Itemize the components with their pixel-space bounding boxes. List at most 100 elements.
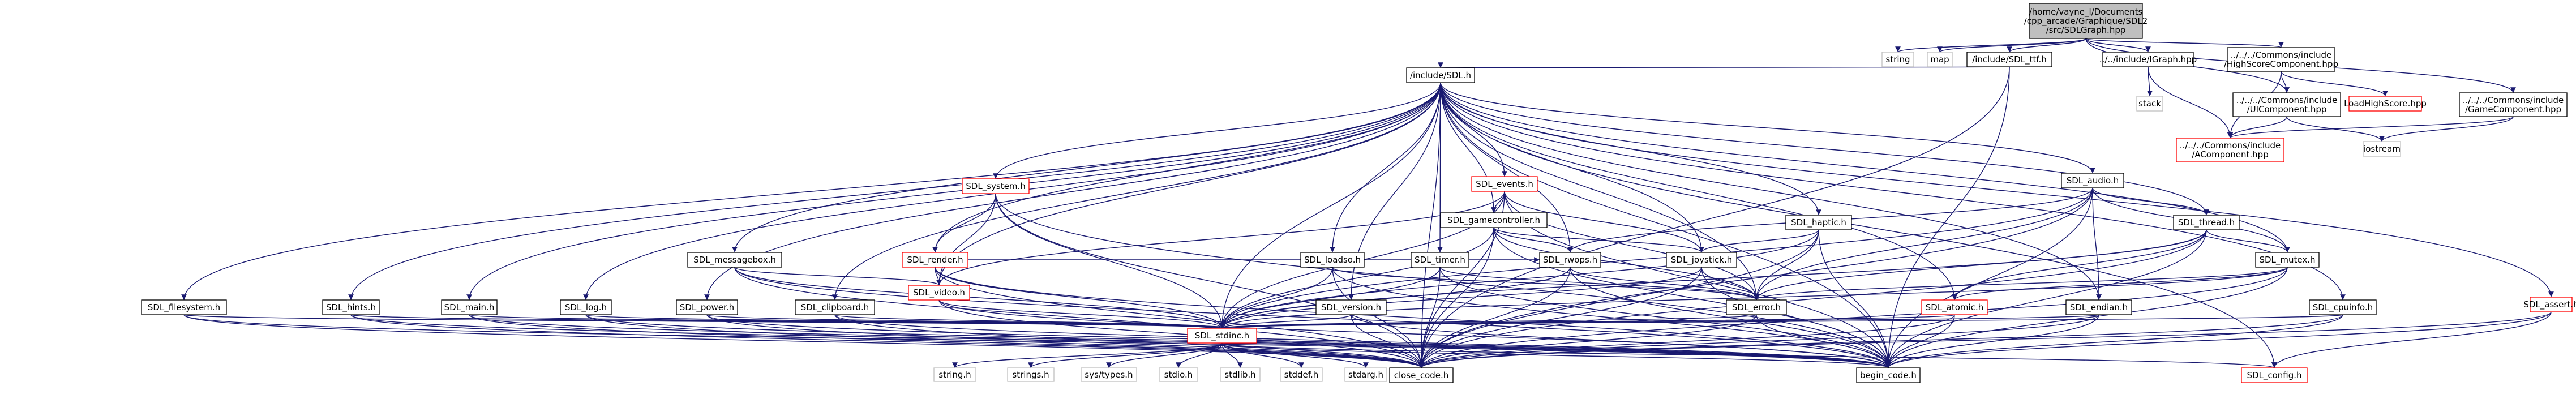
node-hints[interactable]: SDL_hints.h	[322, 299, 380, 315]
node-video[interactable]: SDL_video.h	[908, 285, 970, 301]
edge-stdinc-to-systypes	[1106, 342, 1223, 368]
edge-sdl_ttf-to-close_code	[1418, 66, 2010, 368]
node-main-box	[441, 299, 498, 315]
node-joystick-label-line-0: SDL_joystick.h	[1671, 255, 1732, 265]
edge-sdlh-to-filesystem	[181, 82, 1441, 301]
edge-rwops-to-stdinc	[1219, 267, 1571, 329]
node-video-label-line-0: SDL_video.h	[913, 288, 965, 298]
node-filesystem-box	[141, 299, 227, 315]
edge-video-to-close_code	[938, 299, 1424, 368]
node-gamecomp-label-line-0: ../../../Commons/include	[2463, 95, 2564, 105]
node-version[interactable]: SDL_version.h	[1315, 299, 1387, 315]
node-stringsh: strings.h	[1007, 367, 1055, 382]
edge-atomic-to-close_code	[1418, 314, 1955, 368]
node-render-label-line-0: SDL_render.h	[907, 255, 963, 265]
node-map-box	[1927, 52, 1953, 67]
node-root-label-line-2: /src/SDLGraph.hpp	[2046, 25, 2126, 35]
edge-root-to-highscore	[2085, 38, 2284, 48]
node-stdinc[interactable]: SDL_stdinc.h	[1187, 328, 1257, 344]
node-sdlh-box	[1406, 67, 1475, 83]
node-main[interactable]: SDL_main.h	[441, 299, 498, 315]
node-atomic[interactable]: SDL_atomic.h	[1921, 299, 1988, 315]
node-begin_code[interactable]: begin_code.h	[1856, 367, 1921, 383]
edge-sdlh-to-close_code	[1418, 82, 1441, 368]
node-asset[interactable]: SDL_assert.h	[2523, 297, 2576, 312]
node-iostream: iostream	[2363, 141, 2401, 157]
node-events[interactable]: SDL_events.h	[1471, 176, 1538, 192]
node-highscore[interactable]: ../../../Commons/include/HighScoreCompon…	[2224, 47, 2338, 72]
edge-sdlh-to-messagebox	[732, 82, 1441, 253]
node-rwops[interactable]: SDL_rwops.h	[1539, 252, 1601, 268]
node-cpuinfo[interactable]: SDL_cpuinfo.h	[2309, 299, 2377, 315]
node-gamecomp[interactable]: ../../../Commons/include/GameComponent.h…	[2459, 92, 2568, 117]
node-root[interactable]: /home/vayne_l/Documents/cpp_arcade/Graph…	[2024, 3, 2148, 39]
edge-joystick-to-begin_code	[1701, 267, 1891, 368]
node-power-label-line-0: SDL_power.h	[680, 302, 734, 313]
node-endian[interactable]: SDL_endian.h	[2065, 299, 2132, 315]
node-systypes-box	[1081, 367, 1137, 382]
node-render[interactable]: SDL_render.h	[902, 252, 968, 268]
edge-stdinc-to-stddef	[1221, 342, 1304, 368]
edge-error-to-stdinc	[1219, 314, 1757, 329]
node-stringh: string.h	[933, 367, 976, 382]
node-sdlh[interactable]: /include/SDL.h	[1406, 67, 1475, 83]
node-log[interactable]: SDL_log.h	[560, 299, 612, 315]
node-highscore-box	[2227, 47, 2335, 72]
node-systypes-label-line-0: sys/types.h	[1085, 370, 1133, 380]
node-system-label-line-0: SDL_system.h	[966, 181, 1025, 192]
node-sdl_config-box	[2241, 367, 2308, 383]
node-igraph[interactable]: ../../include/IGraph.hpp	[2099, 52, 2197, 67]
edge-sdlh-to-endian	[1440, 82, 2102, 301]
node-haptic[interactable]: SDL_haptic.h	[1785, 215, 1852, 230]
edge-audio-to-error	[1754, 187, 2093, 301]
node-stdarg-box	[1344, 367, 1387, 382]
node-uicomp[interactable]: ../../../Commons/include/UIComponent.hpp	[2232, 92, 2341, 117]
node-audio[interactable]: SDL_audio.h	[2061, 173, 2124, 188]
node-uicomp-label-line-1: /UIComponent.hpp	[2247, 104, 2327, 114]
edge-clipboard-to-stdinc	[834, 314, 1225, 329]
edge-error-to-close_code	[1418, 314, 1757, 368]
node-events-box	[1471, 176, 1538, 192]
node-acomp-box	[2176, 138, 2284, 162]
node-power[interactable]: SDL_power.h	[676, 299, 738, 315]
node-map: map	[1927, 52, 1953, 67]
node-igraph-label-line-0: ../../include/IGraph.hpp	[2099, 54, 2197, 65]
node-stddef-label-line-0: stddef.h	[1284, 370, 1318, 380]
node-gamecontroller[interactable]: SDL_gamecontroller.h	[1440, 212, 1548, 228]
node-clipboard[interactable]: SDL_clipboard.h	[795, 299, 875, 315]
node-uicomp-box	[2232, 92, 2341, 117]
edge-mutex-to-error	[1754, 267, 2288, 301]
node-stdio-label-line-0: stdio.h	[1164, 370, 1193, 380]
node-asset-label-line-0: SDL_assert.h	[2523, 299, 2576, 310]
edge-stdinc-to-sdl_config	[1221, 342, 2277, 368]
node-stdarg: stdarg.h	[1344, 367, 1387, 382]
node-thread[interactable]: SDL_thread.h	[2173, 215, 2240, 230]
node-power-box	[676, 299, 738, 315]
edge-messagebox-to-stdinc	[734, 267, 1225, 329]
node-mutex[interactable]: SDL_mutex.h	[2255, 252, 2320, 268]
edge-sdlh-to-stdinc	[1219, 82, 1441, 329]
node-iostream-label-line-0: iostream	[2363, 144, 2401, 154]
node-acomp-label-line-1: /AComponent.hpp	[2192, 149, 2268, 160]
node-messagebox[interactable]: SDL_messagebox.h	[687, 252, 782, 268]
edge-sdlh-to-sdl_config	[1440, 82, 2277, 368]
node-system[interactable]: SDL_system.h	[962, 178, 1030, 194]
node-timer[interactable]: SDL_timer.h	[1411, 252, 1469, 268]
node-loadso[interactable]: SDL_loadso.h	[1300, 252, 1365, 268]
node-error[interactable]: SDL_error.h	[1726, 299, 1787, 315]
node-sdl_config[interactable]: SDL_config.h	[2241, 367, 2308, 383]
node-filesystem[interactable]: SDL_filesystem.h	[141, 299, 227, 315]
node-root-box	[2029, 3, 2143, 39]
node-root-label-line-0: /home/vayne_l/Documents	[2029, 7, 2143, 18]
node-close_code[interactable]: close_code.h	[1389, 367, 1454, 383]
node-highscore-label-line-1: /HighScoreComponent.hpp	[2224, 59, 2338, 69]
edge-haptic-to-joystick	[1699, 229, 1819, 253]
node-loadhs[interactable]: LoadHighScore.hpp	[2344, 96, 2427, 112]
edge-sdlh-to-system	[993, 82, 1441, 179]
node-joystick[interactable]: SDL_joystick.h	[1666, 252, 1737, 268]
node-stringsh-box	[1007, 367, 1055, 382]
node-timer-box	[1411, 252, 1469, 268]
node-sdl_ttf[interactable]: /include/SDL_ttf.h	[1966, 52, 2052, 67]
node-acomp[interactable]: ../../../Commons/include/AComponent.hpp	[2176, 138, 2284, 162]
edge-root-to-sdl_ttf	[2007, 38, 2086, 53]
